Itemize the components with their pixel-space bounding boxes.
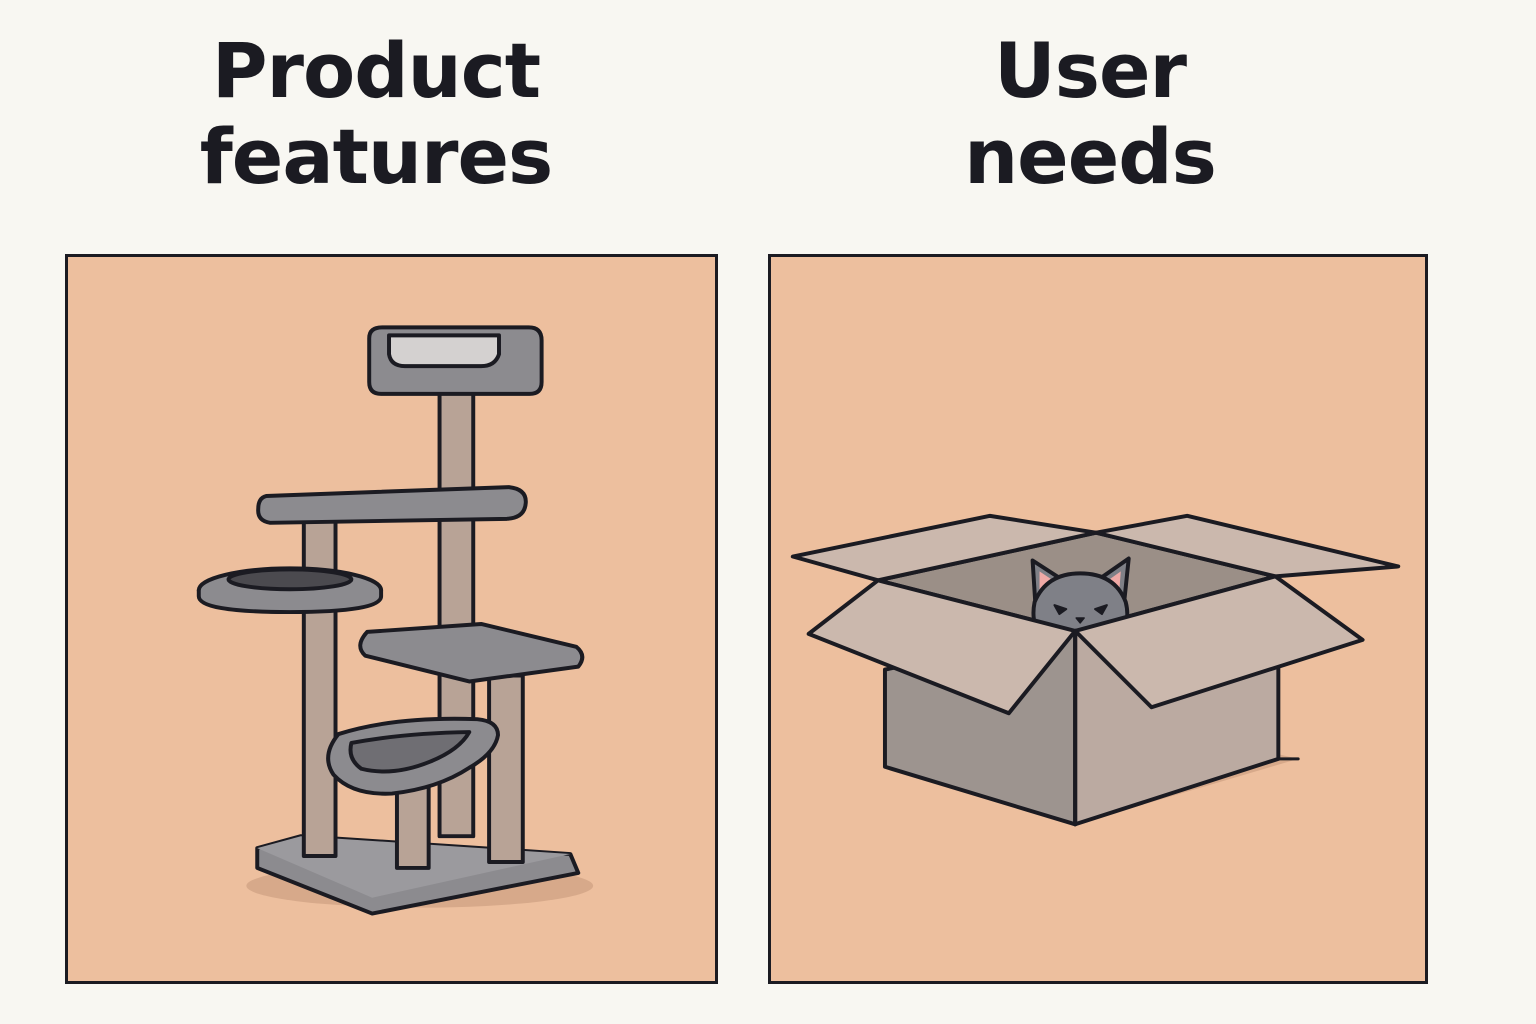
product-features-panel <box>65 254 718 984</box>
user-needs-panel <box>768 254 1428 984</box>
upper-shelf <box>256 485 528 525</box>
cat-in-box-icon <box>790 513 1401 827</box>
middle-shelf <box>358 621 585 684</box>
cat-nose <box>1075 617 1085 624</box>
hammock-inner <box>348 730 472 774</box>
right-post <box>487 673 525 864</box>
top-perch-inner <box>387 333 501 369</box>
back-right-flap <box>1094 513 1401 579</box>
left-post <box>301 510 338 859</box>
cat-tree-icon <box>196 325 594 916</box>
cat-left-eye <box>1053 604 1068 616</box>
product-features-heading-line-1: Product <box>211 26 541 115</box>
user-needs-heading-line-1: User <box>994 26 1187 115</box>
front-left-flap <box>806 578 1078 716</box>
front-right-flap <box>1073 574 1365 710</box>
cat-right-eye <box>1094 604 1108 616</box>
cat-face <box>1030 556 1131 638</box>
product-features-heading-line-2: features <box>199 112 554 201</box>
round-bowl-side <box>196 588 384 615</box>
user-needs-heading-line-2: needs <box>964 112 1217 201</box>
product-features-heading: Product features <box>66 28 686 200</box>
user-needs-heading: User needs <box>770 28 1410 200</box>
round-bowl-hole <box>226 567 354 592</box>
